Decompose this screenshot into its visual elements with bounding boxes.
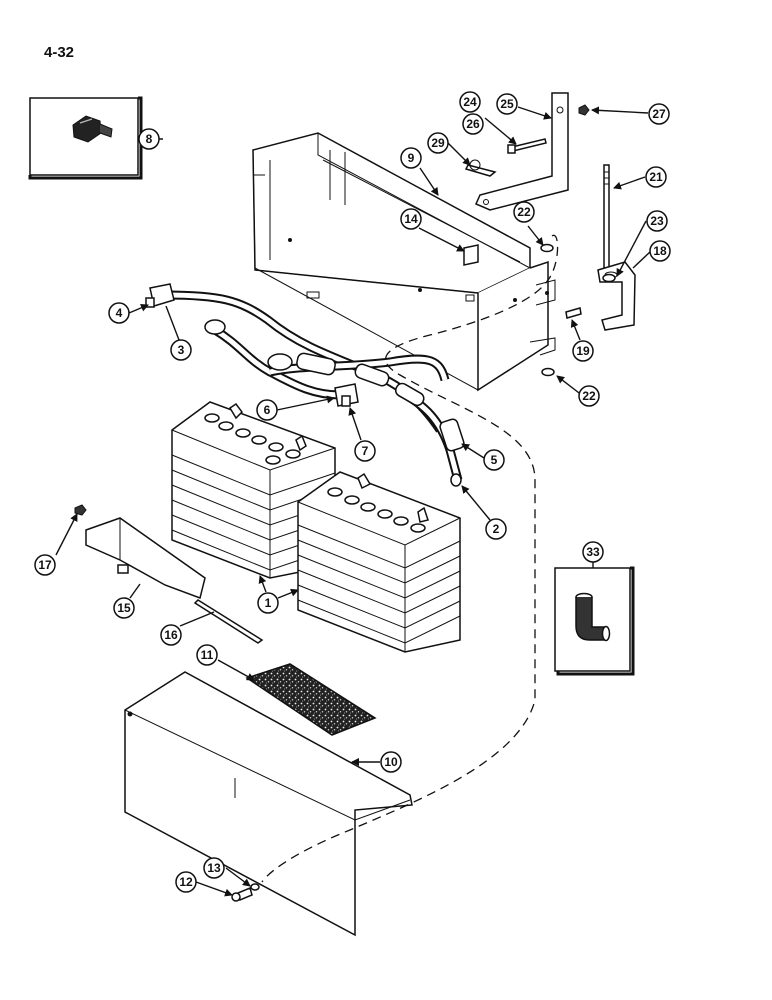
elbow-fitting-part: [575, 592, 611, 642]
callout-label: 26: [466, 117, 480, 131]
callout-11: 11: [196, 644, 218, 666]
callout-24: 24: [459, 91, 481, 113]
callout-26: 26: [462, 113, 484, 135]
callout-22-lower: 22: [578, 385, 600, 407]
callout-label: 12: [179, 875, 193, 889]
callout-6: 6: [256, 399, 278, 421]
bolt-26: [507, 138, 547, 154]
battery-right: [297, 471, 461, 653]
callout-label: 16: [164, 628, 178, 642]
nut-23: [602, 273, 616, 283]
callout-8: 8: [138, 128, 160, 150]
callout-label: 24: [463, 95, 477, 109]
lock-pin-29: [464, 159, 497, 177]
callout-17: 17: [34, 554, 56, 576]
callout-label: 2: [493, 522, 500, 536]
callout-label: 14: [404, 212, 418, 226]
callout-label: 11: [201, 648, 214, 662]
nut-27: [578, 104, 590, 116]
leader-lines: [55, 106, 652, 897]
washer-22-upper: [540, 243, 554, 253]
callout-25: 25: [496, 93, 518, 115]
callout-1: 1: [257, 592, 279, 614]
callout-label: 22: [517, 205, 531, 219]
washer-13: [250, 883, 260, 891]
hold-down-strap: [85, 517, 206, 599]
callout-label: 23: [650, 214, 664, 228]
routing-dashed-line: [261, 234, 559, 883]
inset-box-8: [28, 96, 143, 180]
screw-12: [231, 886, 253, 902]
callout-label: 18: [653, 244, 667, 258]
callout-label: 3: [178, 343, 185, 357]
callout-14: 14: [400, 208, 422, 230]
callout-label: 22: [582, 389, 596, 403]
callout-2: 2: [485, 518, 507, 540]
callout-label: 17: [38, 558, 52, 572]
tray-clip-14: [463, 244, 479, 266]
callout-label: 15: [117, 601, 131, 615]
callout-label: 1: [265, 596, 272, 610]
battery-cables: [164, 290, 465, 487]
hold-down-bracket: [597, 261, 636, 331]
callout-label: 8: [146, 132, 153, 146]
nut-17: [74, 504, 87, 516]
callout-label: 7: [362, 444, 369, 458]
callout-15: 15: [113, 597, 135, 619]
callout-label: 21: [649, 170, 663, 184]
terminal-cover-part: [72, 115, 113, 143]
callout-19: 19: [572, 340, 594, 362]
washer-22-lower: [541, 367, 555, 377]
callout-label: 4: [116, 306, 123, 320]
battery-pad: [245, 663, 377, 736]
battery-cover: [124, 671, 413, 937]
callout-33: 33: [582, 541, 604, 563]
callout-label: 6: [264, 403, 271, 417]
callout-23: 23: [646, 210, 668, 232]
callout-label: 25: [500, 97, 514, 111]
callout-12: 12: [175, 871, 197, 893]
callout-22-upper: 22: [513, 201, 535, 223]
callout-label: 13: [207, 861, 221, 875]
callout-label: 19: [576, 344, 590, 358]
callout-10: 10: [380, 751, 402, 773]
inset-box-33: [554, 566, 635, 676]
battery-left: [171, 401, 336, 579]
callout-3: 3: [170, 339, 192, 361]
terminal-clamp-4: [145, 283, 175, 308]
callout-label: 9: [408, 151, 415, 165]
hold-down-rod: [603, 164, 610, 269]
callout-27: 27: [648, 103, 670, 125]
callout-label: 27: [652, 107, 666, 121]
callout-label: 5: [491, 453, 498, 467]
terminal-clamp-6: [334, 383, 359, 407]
callout-4: 4: [108, 302, 130, 324]
callout-18: 18: [649, 240, 671, 262]
callout-29: 29: [427, 132, 449, 154]
bolt-19: [565, 307, 582, 319]
callout-21: 21: [645, 166, 667, 188]
callout-label: 10: [384, 755, 398, 769]
callout-7: 7: [354, 440, 376, 462]
callout-label: 29: [431, 136, 445, 150]
page-number: 4-32: [44, 44, 75, 61]
battery-tray: [252, 132, 556, 392]
angle-bracket: [475, 92, 569, 211]
callout-16: 16: [160, 624, 182, 646]
hold-down-rod-16: [193, 599, 264, 644]
callout-13: 13: [203, 857, 225, 879]
callout-label: 33: [586, 545, 600, 559]
callout-9: 9: [400, 147, 422, 169]
callout-5: 5: [483, 449, 505, 471]
